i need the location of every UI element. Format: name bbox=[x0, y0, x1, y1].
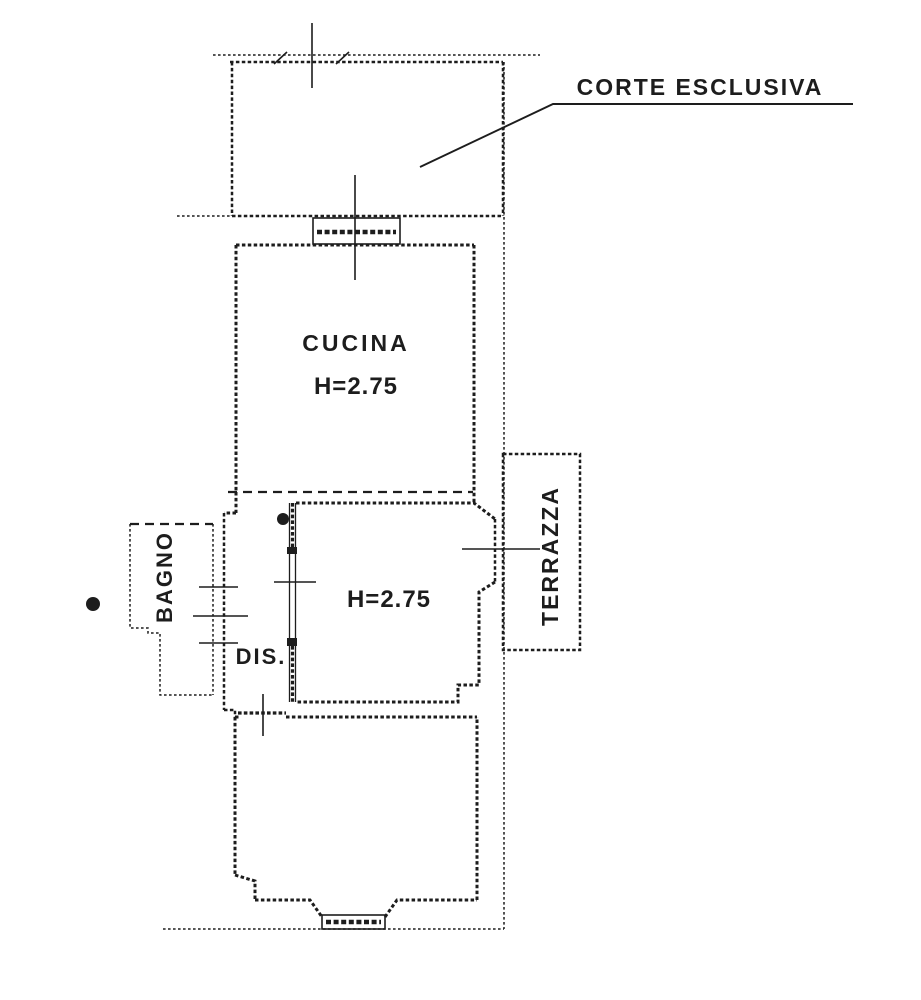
bottom-room-step-left bbox=[234, 873, 257, 900]
room-bagno: BAGNO bbox=[129, 522, 214, 696]
area-disimpegno: DIS. bbox=[193, 513, 286, 736]
bagno-outline bbox=[129, 524, 213, 696]
window-courtyard-cucina bbox=[312, 217, 401, 245]
courtyard-label: CORTE ESCLUSIVA bbox=[577, 74, 824, 100]
room-cucina: CUCINA H=2.75 bbox=[224, 243, 476, 515]
terrazza-label: TERRAZZA bbox=[537, 486, 563, 626]
room-bottom bbox=[233, 715, 479, 930]
door-jamb-bottom bbox=[287, 638, 297, 646]
bagno-label: BAGNO bbox=[152, 531, 177, 623]
reference-dots bbox=[86, 513, 289, 611]
bottom-room-wall-bottom-left bbox=[255, 898, 324, 918]
reference-dot-left bbox=[86, 597, 100, 611]
dis-label: DIS. bbox=[236, 644, 287, 669]
room-main: H=2.75 bbox=[296, 501, 540, 704]
terrazza-outline bbox=[501, 452, 582, 652]
courtyard bbox=[230, 23, 505, 280]
wall-dis-main-room bbox=[274, 503, 316, 702]
reference-dot-inner bbox=[277, 513, 289, 525]
cucina-label: CUCINA bbox=[302, 330, 409, 356]
terrazza: TERRAZZA bbox=[501, 452, 582, 652]
courtyard-annotation: CORTE ESCLUSIVA bbox=[419, 74, 853, 168]
gate-mark-left bbox=[273, 51, 288, 65]
main-room-top-right-outline bbox=[296, 501, 496, 521]
gate-mark-right bbox=[335, 51, 350, 65]
main-room-height-label: H=2.75 bbox=[347, 586, 431, 613]
door-jamb-top bbox=[287, 547, 297, 554]
bottom-room-wall-bottom-right bbox=[383, 898, 477, 918]
cucina-height-label: H=2.75 bbox=[314, 373, 398, 400]
entry-threshold-frame bbox=[321, 914, 386, 930]
dis-bottom-step bbox=[224, 708, 237, 717]
leader-line bbox=[419, 103, 853, 168]
